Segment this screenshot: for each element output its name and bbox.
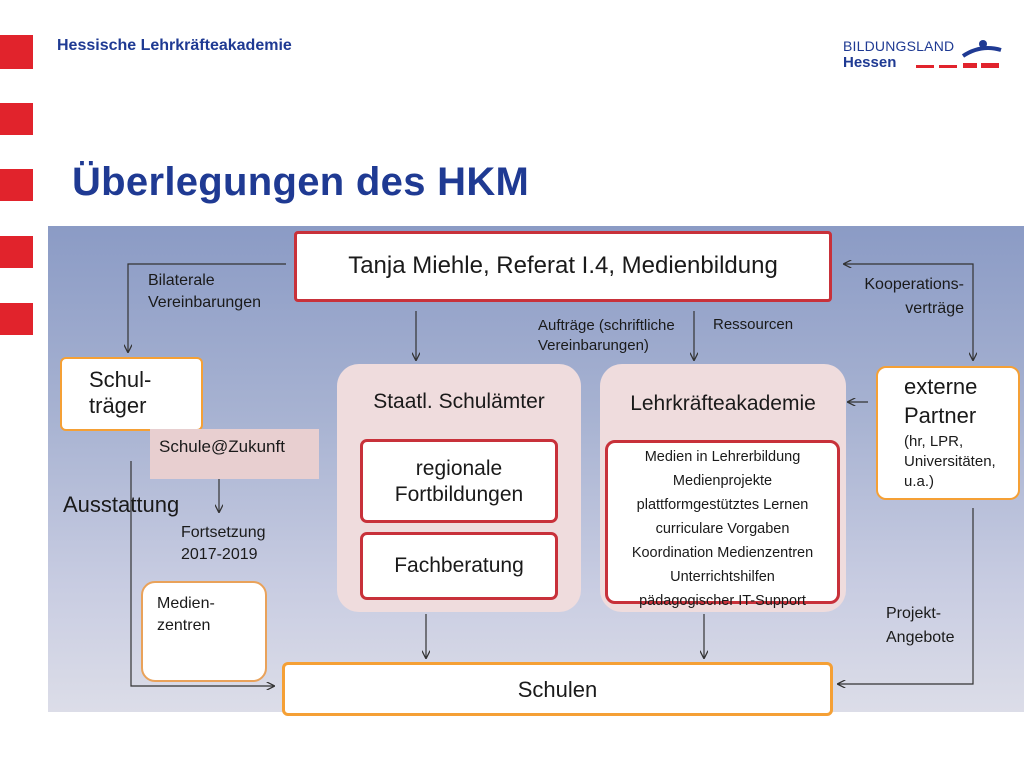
logo-line1: BILDUNGSLAND (843, 38, 955, 54)
schule-zukunft-box: Schule@Zukunft (150, 429, 319, 479)
red-accent-bar (0, 35, 33, 69)
arrow-externe-schulen (838, 508, 974, 684)
fachberatung-label: Fachberatung (394, 554, 524, 577)
page-title: Überlegungen des HKM (72, 160, 530, 204)
list-item: curriculare Vorgaben (655, 521, 790, 537)
schultraeger-label: Schul-träger (89, 367, 152, 418)
schulen-label: Schulen (517, 677, 598, 702)
kooperation-label: Kooperations-verträge (864, 276, 964, 317)
referat-box: Tanja Miehle, Referat I.4, Medienbildung (294, 231, 832, 302)
bildungsland-hessen-logo: BILDUNGSLAND Hessen (843, 38, 1003, 74)
akademie-items-box: Medien in Lehrerbildung Medienprojekte p… (605, 440, 840, 609)
arrow-ausstattung (130, 461, 274, 686)
list-item: Medienprojekte (672, 473, 773, 489)
logo-figure-icon (916, 40, 1002, 68)
medienzentren-label: Medien-zentren (157, 595, 215, 634)
red-accent-bar (0, 303, 33, 335)
projekt-label: Projekt-Angebote (886, 605, 955, 646)
fachberatung-box: Fachberatung (360, 532, 558, 600)
schultraeger-box: Schul-träger (60, 357, 203, 431)
schulaemter-title: Staatl. Schulämter (373, 390, 545, 413)
list-item: Medien in Lehrerbildung (644, 449, 801, 465)
arrow-to-schultraeger (128, 263, 286, 352)
list-item: Koordination Medienzentren (631, 545, 814, 561)
diagram-arrows (48, 226, 1024, 712)
akademie-title: Lehrkräfteakademie (630, 392, 816, 415)
logo-line2: Hessen (843, 54, 897, 71)
academy-name: Hessische Lehrkräfteakademie (57, 37, 292, 54)
referat-label: Tanja Miehle, Referat I.4, Medienbildung (348, 252, 778, 279)
arrow-from-externe (844, 264, 974, 266)
ausstattung-label: Ausstattung (63, 492, 180, 517)
schulen-box: Schulen (282, 662, 833, 716)
red-accent-bar (0, 169, 33, 201)
medienzentren-box: Medien-zentren (141, 581, 267, 682)
list-item: plattformgestütztes Lernen (636, 497, 809, 513)
red-accent-bar (0, 236, 33, 268)
diagram-area: Tanja Miehle, Referat I.4, Medienbildung… (48, 226, 1024, 716)
ressourcen-label: Ressourcen (713, 316, 794, 333)
akademie-items-list: Medien in Lehrerbildung Medienprojekte p… (608, 445, 837, 613)
externe-sub: (hr, LPR,Universitäten,u.a.) (904, 433, 996, 490)
schule-zukunft-label: Schule@Zukunft (159, 437, 285, 456)
list-item: pädagogischer IT-Support (639, 593, 806, 609)
red-accent-bar (0, 103, 33, 135)
list-item: Unterrichtshilfen (670, 569, 775, 585)
